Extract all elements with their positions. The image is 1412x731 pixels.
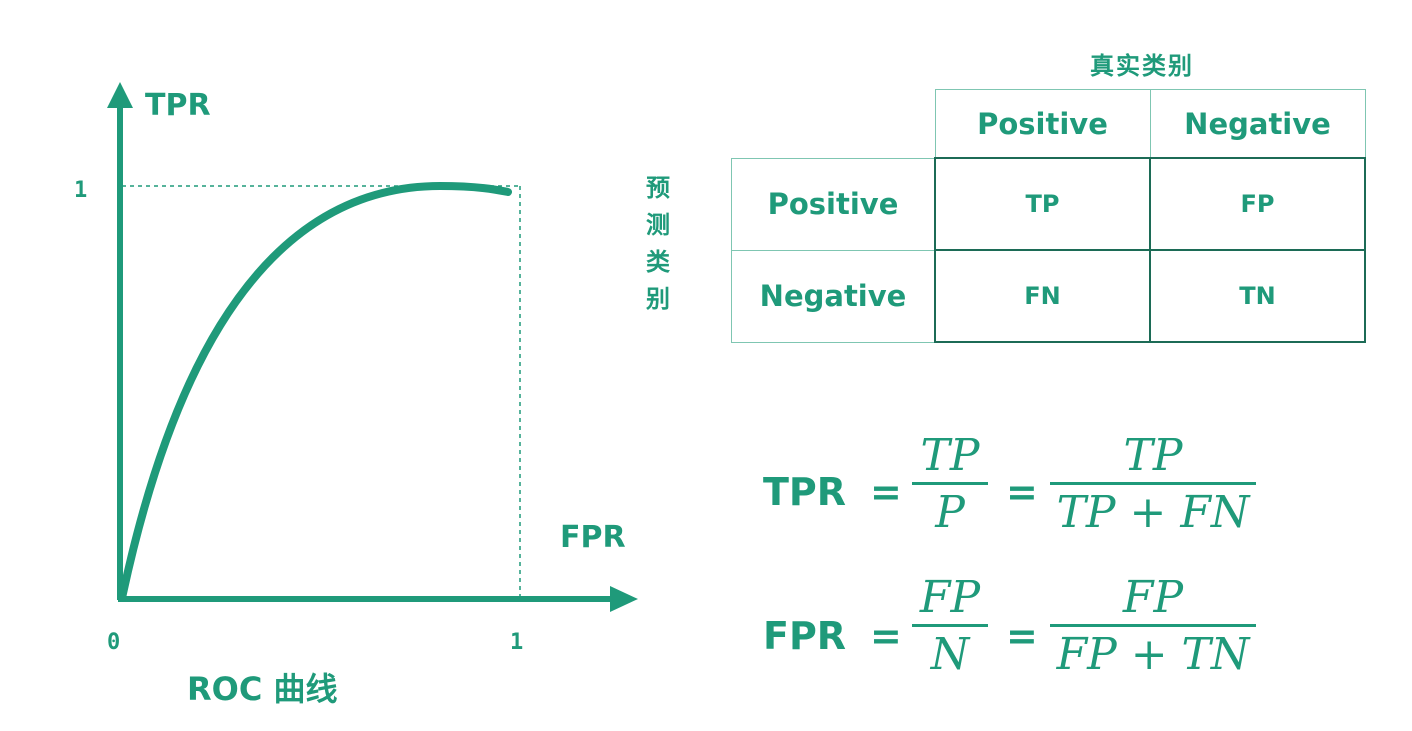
roc-caption: ROC 曲线 [187, 670, 338, 708]
predicted-class-char: 别 [646, 285, 670, 313]
fraction-denominator: N [912, 624, 988, 681]
x-tick-1: 1 [510, 630, 524, 655]
fraction-denominator: TP + FN [1050, 482, 1256, 539]
actual-class-title: 真实类别 [1090, 52, 1194, 80]
formula-tpr-lhs: TPR [763, 470, 847, 514]
formula-tpr-fraction-1: TP P [912, 430, 988, 539]
corner-cell [731, 89, 936, 159]
cell-tn: TN [1149, 249, 1366, 343]
cell-fp: FP [1149, 157, 1366, 251]
roc-curve-diagram [107, 82, 638, 612]
y-tick-1: 1 [74, 178, 88, 203]
row-header-positive: Positive [731, 157, 936, 251]
header-row: Positive Negative [731, 89, 1366, 159]
y-axis-arrowhead [107, 82, 133, 108]
row-header-negative: Negative [731, 249, 936, 343]
y-axis-label: TPR [145, 88, 211, 123]
table-row: Negative FN TN [731, 249, 1366, 343]
col-header-positive: Positive [934, 89, 1151, 159]
fraction-numerator: TP [1123, 430, 1183, 481]
table-row: Positive TP FP [731, 157, 1366, 251]
cell-tp: TP [934, 157, 1151, 251]
col-header-negative: Negative [1149, 89, 1366, 159]
fraction-denominator: P [912, 482, 988, 539]
cell-fn: FN [934, 249, 1151, 343]
fraction-numerator: FP [919, 572, 981, 623]
predicted-class-title: 预 测 类 别 [642, 170, 674, 318]
x-axis-arrowhead [610, 586, 638, 612]
formula-tpr-equals-2: = [1006, 470, 1038, 514]
formula-fpr-fraction-2: FP FP + TN [1050, 572, 1256, 681]
confusion-matrix-table: Positive Negative Positive TP FP Negativ… [731, 89, 1366, 343]
fraction-denominator: FP + TN [1050, 624, 1256, 681]
formula-fpr-equals-1: = [870, 614, 902, 658]
x-axis-label: FPR [560, 520, 626, 555]
predicted-class-char: 类 [646, 248, 670, 276]
formula-tpr-equals-1: = [870, 470, 902, 514]
fraction-numerator: TP [920, 430, 980, 481]
formula-tpr-fraction-2: TP TP + FN [1050, 430, 1256, 539]
fraction-numerator: FP [1122, 572, 1184, 623]
formula-fpr-lhs: FPR [763, 614, 847, 658]
formula-fpr-fraction-1: FP N [912, 572, 988, 681]
formula-fpr-equals-2: = [1006, 614, 1038, 658]
predicted-class-char: 测 [646, 211, 670, 239]
x-tick-0: 0 [107, 630, 121, 655]
predicted-class-char: 预 [646, 174, 670, 202]
roc-curve [118, 181, 512, 602]
